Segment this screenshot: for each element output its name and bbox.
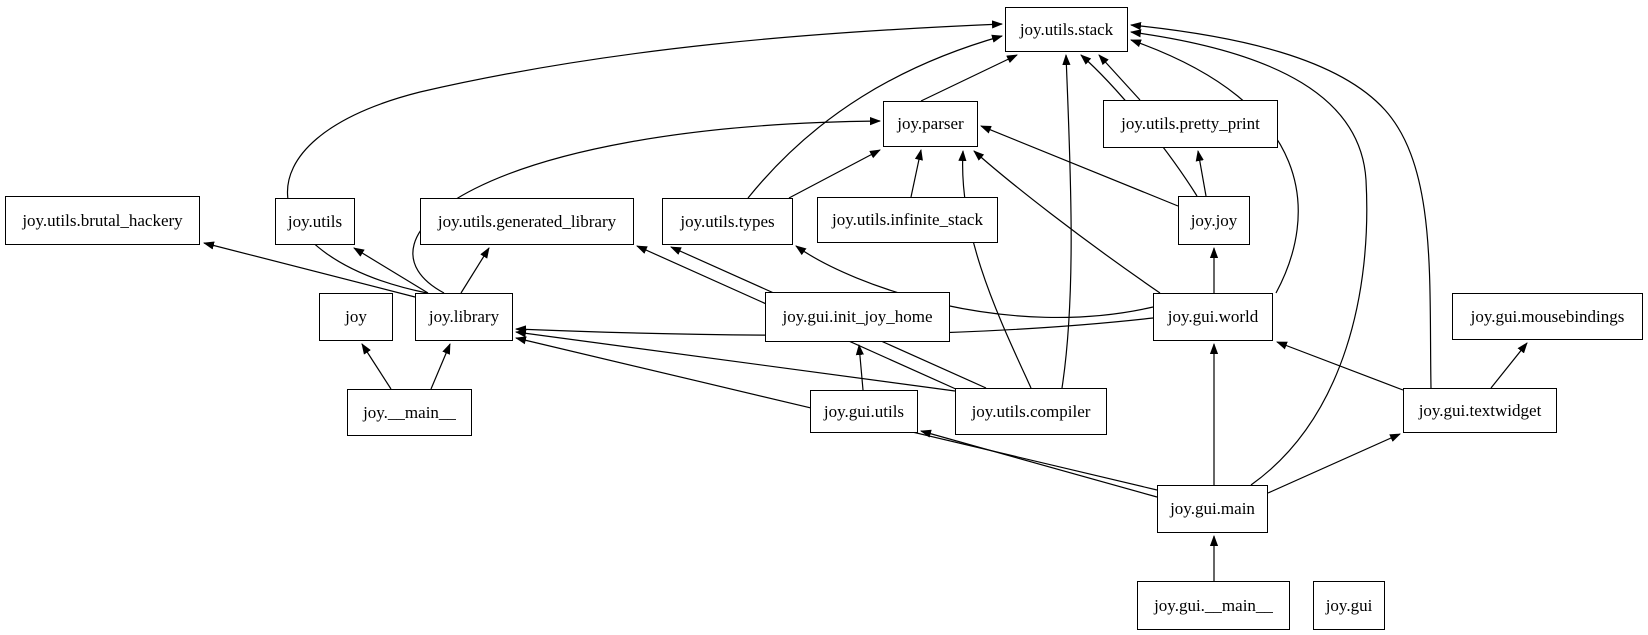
graph-node-label: joy.utils.pretty_print bbox=[1121, 114, 1260, 133]
edge-library-to-parser bbox=[412, 117, 881, 294]
graph-node-label: joy bbox=[345, 307, 367, 326]
graph-node-gui_main_mod: joy.gui.__main__ bbox=[1137, 581, 1290, 630]
graph-node-label: joy.utils.compiler bbox=[971, 401, 1091, 421]
graph-node-joy: joy bbox=[319, 293, 393, 341]
graph-node-label: joy.library bbox=[428, 307, 500, 326]
graph-node-label: joy.gui.__main__ bbox=[1154, 595, 1273, 615]
graph-node-label: joy.utils.generated_library bbox=[437, 211, 617, 231]
graph-node-textwidget: joy.gui.textwidget bbox=[1403, 388, 1557, 433]
edge-textwidget-to-world bbox=[1276, 341, 1404, 391]
graph-node-types: joy.utils.types bbox=[662, 198, 793, 245]
graph-node-gui_utils: joy.gui.utils bbox=[810, 390, 918, 433]
graph-node-library: joy.library bbox=[415, 293, 513, 341]
edge-joyjoy-to-parser bbox=[980, 125, 1179, 207]
graph-node-label: joy.utils.stack bbox=[1019, 19, 1114, 39]
graph-node-label: joy.__main__ bbox=[363, 402, 456, 422]
edge-compiler-to-parser bbox=[958, 150, 1032, 389]
graph-node-gui: joy.gui bbox=[1313, 581, 1385, 630]
graph-node-utils: joy.utils bbox=[275, 198, 355, 245]
edge-textwidget-to-stack bbox=[1130, 21, 1432, 389]
edge-types-to-parser bbox=[788, 149, 881, 199]
edge-parser-to-stack bbox=[920, 54, 1018, 102]
edge-types-to-stack bbox=[747, 34, 1003, 199]
graph-node-compiler: joy.utils.compiler bbox=[955, 388, 1107, 435]
edge-infinite_stack-to-parser bbox=[910, 149, 923, 198]
graph-node-label: joy.utils.types bbox=[680, 211, 775, 231]
graph-node-label: joy.joy bbox=[1190, 210, 1238, 230]
edge-library-to-generated_library bbox=[460, 247, 490, 294]
edge-joyjoy-to-pretty_print bbox=[1195, 150, 1207, 197]
edge-gui_utils-to-init_joy_home bbox=[855, 344, 864, 391]
edge-compiler-to-stack bbox=[1061, 54, 1072, 389]
graph-node-label: joy.gui.utils bbox=[823, 401, 905, 421]
graph-node-generated_library: joy.utils.generated_library bbox=[420, 198, 634, 245]
graph-node-mousebindings: joy.gui.mousebindings bbox=[1452, 293, 1643, 340]
graph-node-label: joy.gui.main bbox=[1170, 499, 1255, 518]
edge-pretty_print-to-stack bbox=[1098, 54, 1141, 101]
graph-node-label: joy.gui.world bbox=[1167, 307, 1259, 326]
graph-node-label: joy.gui.textwidget bbox=[1418, 400, 1542, 420]
edge-compiler-to-library bbox=[515, 329, 956, 392]
edge-world-to-stack bbox=[1130, 39, 1299, 294]
graph-node-infinite_stack: joy.utils.infinite_stack bbox=[817, 197, 998, 243]
graph-node-init_joy_home: joy.gui.init_joy_home bbox=[765, 292, 950, 342]
edge-world-to-parser bbox=[973, 150, 1161, 294]
graph-node-label: joy.utils.infinite_stack bbox=[832, 210, 983, 229]
edge-library-to-utils bbox=[353, 247, 429, 294]
edge-gui_main-to-stack bbox=[1130, 29, 1368, 486]
graph-node-world: joy.gui.world bbox=[1153, 293, 1273, 341]
graph-node-pretty_print: joy.utils.pretty_print bbox=[1103, 100, 1278, 148]
edge-gui_main-to-gui_utils bbox=[920, 429, 1158, 498]
edge-main_mod-to-library bbox=[430, 343, 451, 390]
graph-node-label: joy.gui.init_joy_home bbox=[782, 307, 933, 326]
graph-node-label: joy.utils.brutal_hackery bbox=[22, 210, 183, 230]
graph-node-label: joy.utils bbox=[287, 211, 343, 231]
graph-node-brutal_hackery: joy.utils.brutal_hackery bbox=[5, 196, 200, 245]
graph-node-main_mod: joy.__main__ bbox=[347, 389, 472, 436]
graph-node-label: joy.gui bbox=[1325, 595, 1373, 615]
edge-main_mod-to-joy bbox=[361, 343, 392, 390]
graph-node-stack: joy.utils.stack bbox=[1005, 7, 1128, 52]
graph-node-joyjoy: joy.joy bbox=[1178, 196, 1250, 245]
edge-gui_main-to-textwidget bbox=[1267, 433, 1401, 494]
edge-library-to-brutal_hackery bbox=[203, 241, 416, 298]
graph-node-parser: joy.parser bbox=[883, 101, 978, 147]
graph-node-label: joy.parser bbox=[897, 114, 964, 133]
edge-textwidget-to-mousebindings bbox=[1490, 342, 1528, 389]
graph-node-gui_main: joy.gui.main bbox=[1157, 485, 1268, 533]
graph-node-label: joy.gui.mousebindings bbox=[1470, 306, 1625, 326]
edge-library-to-stack bbox=[286, 20, 1003, 294]
